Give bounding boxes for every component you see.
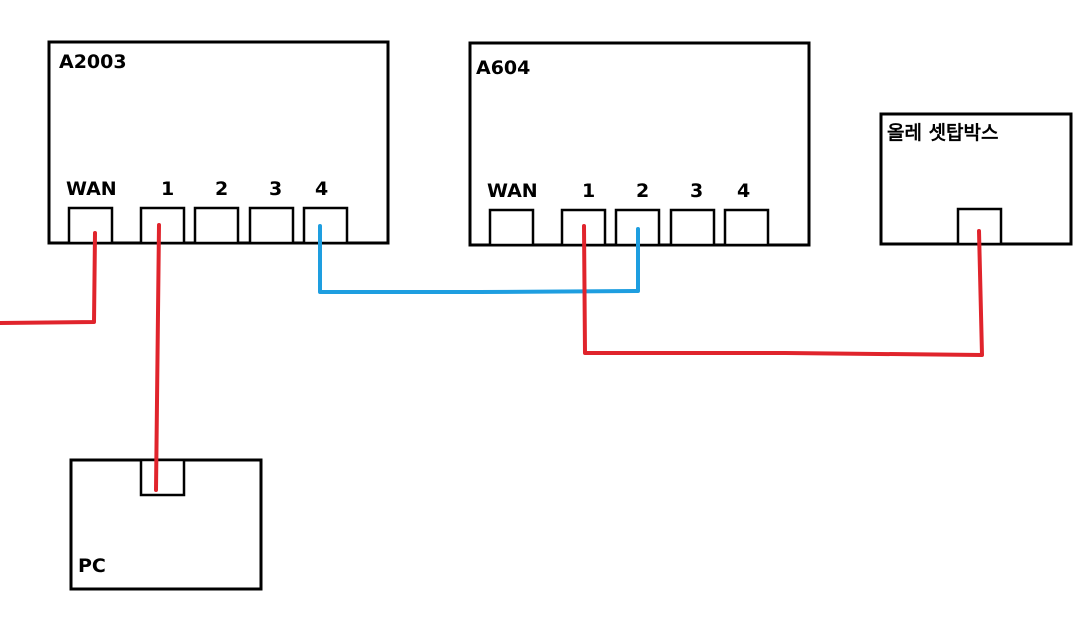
- a2003-port-1: [139, 206, 186, 245]
- device-a604: A604 WAN 1 2 3 4: [468, 41, 811, 247]
- a604-port-label-2: 2: [636, 180, 649, 202]
- pc-port: [139, 458, 186, 497]
- a2003-port-label-1: 1: [161, 178, 174, 200]
- a2003-port-2: [193, 206, 240, 245]
- a604-port-3: [669, 208, 716, 247]
- a604-port-label-wan: WAN: [487, 180, 538, 202]
- a2003-port-label-2: 2: [215, 178, 228, 200]
- device-pc: PC: [69, 458, 263, 591]
- a2003-port-3: [248, 206, 295, 245]
- a604-port-label-3: 3: [690, 180, 703, 202]
- a2003-port-label-wan: WAN: [66, 178, 117, 200]
- a604-port-4: [723, 208, 770, 247]
- a604-title: A604: [476, 57, 530, 79]
- pc-title: PC: [78, 555, 106, 577]
- device-settop: 올레 셋탑박스: [879, 112, 1073, 246]
- a604-port-label-1: 1: [582, 180, 595, 202]
- cable-a604-1-to-settop: [582, 224, 984, 357]
- cable-a2003-1-to-pc: [154, 223, 161, 492]
- a604-port-label-4: 4: [737, 180, 750, 202]
- a2003-port-4: [302, 206, 349, 245]
- cable-a2003-4-to-a604-2: [318, 224, 640, 294]
- cables: [0, 223, 984, 492]
- device-a2003: A2003 WAN 1 2 3 4: [47, 40, 390, 245]
- a2003-port-label-4: 4: [315, 178, 328, 200]
- settop-title: 올레 셋탑박스: [887, 122, 999, 144]
- a2003-title: A2003: [59, 51, 127, 73]
- a2003-port-label-3: 3: [269, 178, 282, 200]
- cable-external-to-a2003-wan: [0, 231, 97, 325]
- a604-port-wan: [488, 208, 535, 247]
- a2003-port-wan: [67, 206, 114, 245]
